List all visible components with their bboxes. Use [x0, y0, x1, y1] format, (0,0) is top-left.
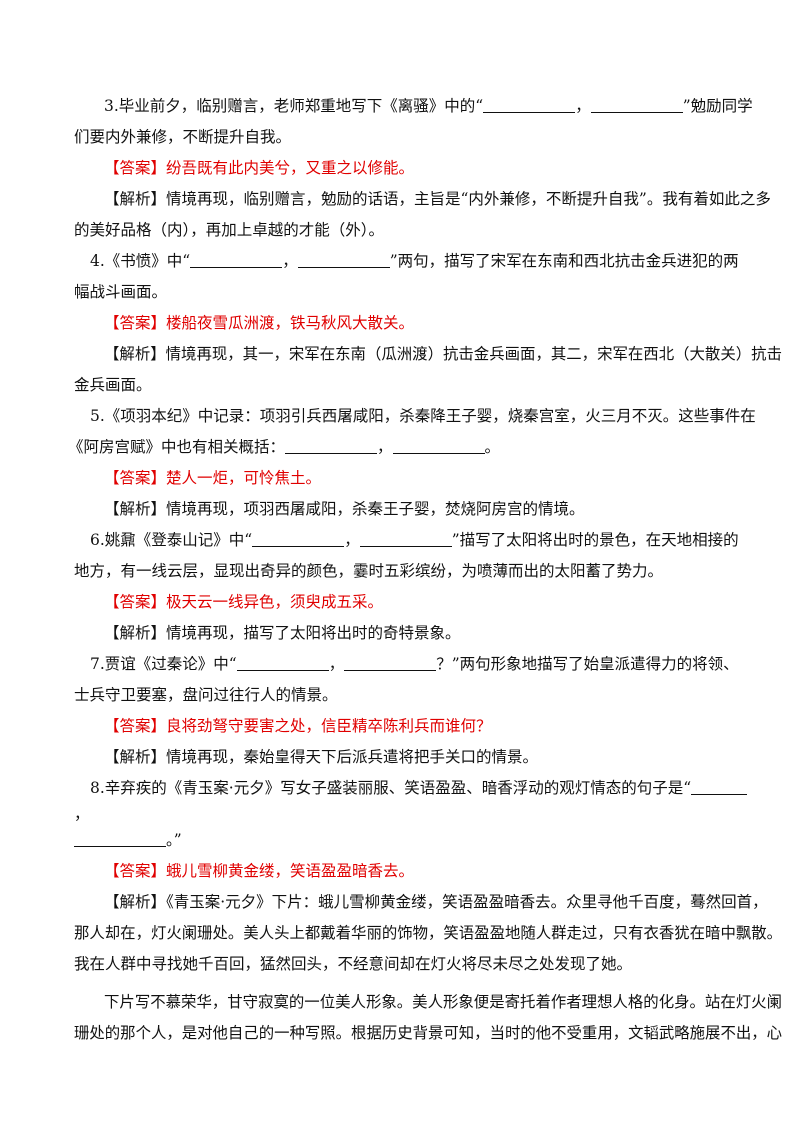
q5-prompt-line2: 《阿房宫赋》中也有相关概括： ， 。 — [68, 437, 500, 457]
q8-prompt-line3: 。” — [74, 830, 182, 850]
q8-blank-1 — [691, 779, 748, 795]
q5-prompt-tail: 。 — [484, 438, 501, 456]
q7-analysis-line1: 【解析】情境再现，秦始皇得天下后派兵遣将把手关口的情景。 — [104, 748, 539, 766]
q7-blank-1 — [236, 655, 329, 671]
q6-blank-2 — [359, 531, 452, 547]
q7-prompt-line1: 7.贾谊《过秦论》中“ ， ？”两句形象地描写了始皇派遣得力的将领、 — [90, 654, 739, 674]
q6-analysis-line1: 【解析】情境再现，描写了太阳将出时的奇特景象。 — [104, 624, 461, 642]
q3-analysis-line2: 的美好品格（内），再加上卓越的才能（外）。 — [74, 221, 385, 239]
q7-prompt-tail: ？”两句形象地描写了始皇派遣得力的将领、 — [436, 655, 739, 673]
q7-prompt-line2: 士兵守卫要塞，盘问过往行人的情景。 — [74, 686, 338, 704]
q3-separator: ， — [575, 97, 591, 115]
q8-analysis-line1: 【解析】《青玉案·元夕》下片：蛾儿雪柳黄金缕，笑语盈盈暗香去。众里寻他千百度，蓦… — [104, 893, 768, 911]
q7-blank-2 — [344, 655, 437, 671]
q5-analysis-line1: 【解析】情境再现，项羽西屠咸阳，杀秦王子婴，焚烧阿房宫的情境。 — [104, 500, 585, 518]
q6-prompt-line1: 6.姚鼐《登泰山记》中“ ， ”描写了太阳将出时的景色，在天地相接的 — [90, 530, 739, 550]
q5-answer: 【答案】楚人一炬，可怜焦土。 — [104, 469, 322, 487]
q8-prompt-text: 8.辛弃疾的《青玉案·元夕》写女子盛装丽服、笑语盈盈、暗香浮动的观灯情态的句子是… — [90, 779, 692, 797]
q8-paragraph-line2: 珊处的那个人，是对他自己的一种写照。根据历史背景可知，当时的他不受重用，文韬武略… — [74, 1024, 783, 1042]
q6-answer: 【答案】极天云一线异色，须臾成五采。 — [104, 593, 384, 611]
q5-blank-1 — [285, 438, 378, 454]
q4-blank-2 — [297, 252, 390, 268]
q8-prompt-line2: ， — [74, 805, 90, 823]
q3-answer: 【答案】纷吾既有此内美兮，又重之以修能。 — [104, 159, 415, 177]
q5-prompt-text: 《阿房宫赋》中也有相关概括： — [68, 438, 286, 456]
q3-blank-1 — [483, 97, 576, 113]
q6-prompt-tail: ”描写了太阳将出时的景色，在天地相接的 — [451, 531, 739, 549]
q8-blank-2 — [74, 831, 166, 847]
q3-prompt-line1: 3.毕业前夕，临别赠言，老师郑重地写下《离骚》中的“ ， ”勉励同学 — [104, 96, 753, 116]
q3-prompt-tail: ”勉励同学 — [682, 97, 753, 115]
q6-blank-1 — [252, 531, 345, 547]
q8-analysis-line2: 那人却在，灯火阑珊处。美人头上都戴着华丽的饰物，笑语盈盈地随人群走过，只有衣香犹… — [74, 924, 783, 942]
q4-separator: ， — [282, 252, 298, 270]
q7-separator: ， — [328, 655, 345, 673]
q6-prompt-text: 6.姚鼐《登泰山记》中“ — [90, 531, 253, 549]
q7-prompt-text: 7.贾谊《过秦论》中“ — [90, 655, 237, 673]
q3-prompt-text: 3.毕业前夕，临别赠言，老师郑重地写下《离骚》中的“ — [104, 97, 484, 115]
q4-answer: 【答案】楼船夜雪瓜洲渡，铁马秋风大散关。 — [104, 314, 415, 332]
q7-answer: 【答案】良将劲弩守要害之处，信臣精卒陈利兵而谁何？ — [104, 717, 492, 735]
q8-prompt-line1: 8.辛弃疾的《青玉案·元夕》写女子盛装丽服、笑语盈盈、暗香浮动的观灯情态的句子是… — [90, 778, 748, 798]
q8-prompt-tail: 。” — [166, 831, 182, 849]
q4-analysis-line2: 金兵画面。 — [74, 376, 152, 394]
q5-separator: ， — [377, 438, 393, 456]
q4-analysis-line1: 【解析】情境再现，其一，宋军在东南（瓜洲渡）抗击金兵画面，其二，宋军在西北（大散… — [104, 345, 782, 363]
q4-prompt-text: 4.《书愤》中“ — [90, 252, 191, 270]
q4-prompt-tail: ”两句，描写了宋军在东南和西北抗击金兵进犯的两 — [389, 252, 739, 270]
q8-analysis-line3: 我在人群中寻找她千百回，猛然回头，不经意间却在灯火将尽未尽之处发现了她。 — [74, 955, 633, 973]
q8-answer: 【答案】蛾儿雪柳黄金缕，笑语盈盈暗香去。 — [104, 862, 415, 880]
q4-prompt-line2: 幅战斗画面。 — [74, 283, 168, 301]
q5-prompt-line1: 5.《项羽本纪》中记录：项羽引兵西屠咸阳，杀秦降王子婴，烧秦宫室，火三月不灭。这… — [90, 407, 756, 425]
q4-blank-1 — [190, 252, 283, 268]
q5-blank-2 — [392, 438, 485, 454]
q3-prompt-line2: 们要内外兼修，不断提升自我。 — [74, 128, 292, 146]
q3-analysis-line1: 【解析】情境再现，临别赠言，勉励的话语，主旨是“内外兼修，不断提升自我”。我有着… — [104, 190, 771, 208]
q8-paragraph-line1: 下片写不慕荣华，甘守寂寞的一位美人形象。美人形象便是寄托着作者理想人格的化身。站… — [104, 993, 782, 1011]
q6-separator: ， — [344, 531, 360, 549]
q4-prompt-line1: 4.《书愤》中“ ， ”两句，描写了宋军在东南和西北抗击金兵进犯的两 — [90, 251, 739, 271]
q6-prompt-line2: 地方，有一线云层，显现出奇异的颜色，霎时五彩缤纷，为喷薄而出的太阳蓄了势力。 — [74, 562, 664, 580]
q3-blank-2 — [590, 97, 683, 113]
